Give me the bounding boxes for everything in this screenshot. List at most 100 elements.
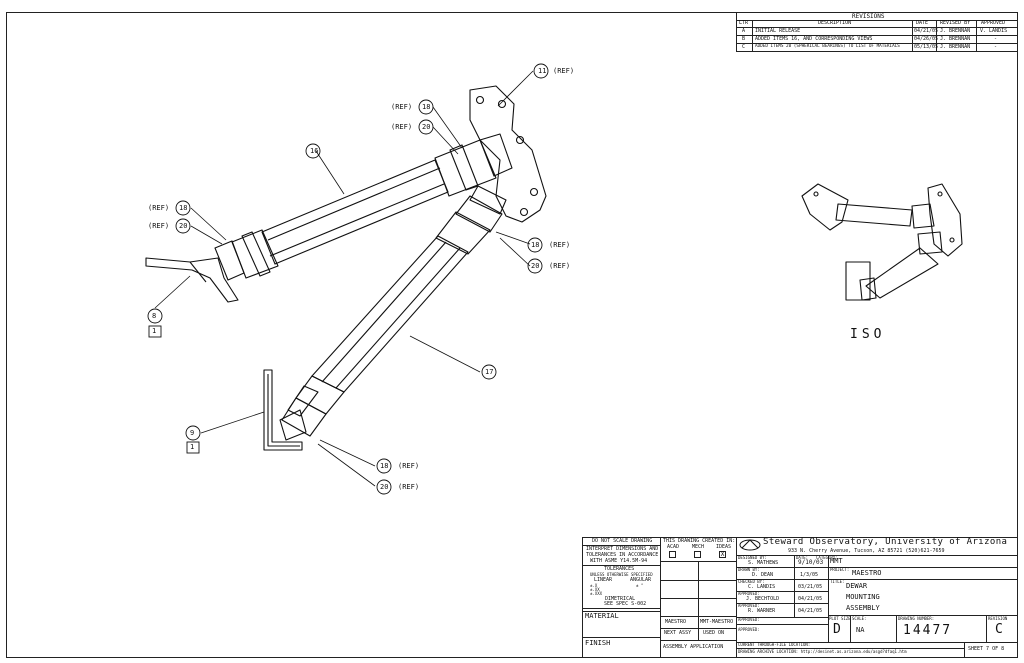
current-location-label: CURRENT THROUGH-FILE LOCATION: — [738, 642, 811, 647]
project-value: MAESTRO — [852, 569, 882, 577]
dimetrical-label: DIMETRICAL — [605, 596, 636, 602]
linear-tol-1: ±.X — [590, 583, 598, 588]
see-spec-label: SEE SPEC S-002 — [604, 601, 647, 607]
assembly-application-label: ASSEMBLY APPLICATION — [663, 644, 724, 650]
callout-17: 17 — [485, 368, 494, 376]
organization-address: 933 N. Cherry Avenue, Tucson, AZ 85721 (… — [788, 548, 945, 554]
scale-value: NA — [856, 626, 865, 634]
interpret-line-3: WITH ASME Y14.5M-94 — [590, 558, 648, 564]
iso-label: ISO — [850, 327, 886, 342]
designed-by: S. MATHEWS — [748, 560, 779, 566]
cad-mech-checkbox — [694, 551, 701, 558]
plot-size-value: D — [833, 622, 841, 637]
linear-tol-3: ±.XXX — [590, 591, 603, 596]
date-label: DATE: — [796, 555, 809, 560]
bracket-11 — [469, 85, 547, 223]
angular-tol: ± ° — [636, 583, 644, 588]
drawn-date: 1/3/05 — [800, 572, 819, 578]
rev-header-approved: APPROVED — [981, 20, 1006, 26]
callout-balloons — [147, 63, 549, 495]
drawn-by-label: DRAWN BY: — [738, 567, 760, 572]
rev-header-date: DATE — [916, 20, 929, 26]
unless-specified: UNLESS OTHERWISE SPECIFIED — [590, 572, 653, 577]
rev-row-b-ltr: B — [742, 36, 746, 42]
designed-date: 9/10/03 — [798, 559, 824, 566]
checked-by-label: CHECKED BY: — [738, 579, 765, 584]
callout-20-bot: 20 — [380, 483, 389, 491]
tolerances-label: TOLERANCES — [604, 566, 635, 572]
leader-lines — [154, 70, 534, 487]
callout-18-bot: 18 — [380, 462, 389, 470]
callout-20-left-ref: (REF) — [148, 222, 170, 230]
rev-header-description: DESCRIPTION — [818, 20, 852, 26]
archive-location-label: DRAWING ARCHIVE LOCATION: http://desinet… — [738, 649, 907, 654]
angular-label: ANGULAR — [630, 577, 652, 583]
cad-ideas: IDEAS — [716, 544, 732, 550]
scale-label: SCALE: — [852, 616, 867, 621]
rev-row-a-date: 04/21/05 — [914, 28, 939, 34]
iso-view — [801, 183, 963, 301]
strut-16 — [214, 133, 513, 281]
callout-9: 9 — [190, 429, 195, 437]
approved-4-label: APPROVED: — [738, 627, 760, 632]
callout-18-mid-ref: (REF) — [549, 241, 571, 249]
callout-20-top: 20 — [422, 123, 431, 131]
cad-mech: MECH — [692, 544, 705, 550]
category-value: MMT — [830, 557, 843, 565]
interpret-line-2: TOLERANCES IN ACCORDANCE — [586, 552, 659, 558]
next-assy-label: NEXT ASSY — [664, 630, 692, 636]
callout-18-left-ref: (REF) — [148, 204, 170, 212]
callout-18-left: 18 — [179, 204, 188, 212]
rev-row-c-date: 05/13/05 — [914, 44, 939, 50]
drawing-sheet-border — [6, 12, 1018, 658]
rev-row-b-by: J. BRENNAN — [940, 36, 971, 42]
revisions-title: REVISIONS — [852, 13, 885, 20]
used-on-label: USED ON — [703, 630, 725, 636]
cad-ideas-checkbox: X — [719, 551, 726, 558]
drawing-number-label: DRAWING NUMBER: — [898, 616, 935, 621]
plot-size-label: PLOT SIZE — [829, 616, 851, 621]
callout-20-mid: 20 — [531, 262, 540, 270]
callout-8: 8 — [152, 312, 157, 320]
no-scale-note: DO NOT SCALE DRAWING — [592, 538, 653, 544]
callout-16: 16 — [310, 147, 319, 155]
rev-header-revised-by: REVISED BY — [940, 20, 971, 26]
approved-2-date: 04/21/05 — [798, 608, 823, 614]
approved-2: R. WARNER — [748, 608, 776, 614]
bracket-9 — [263, 369, 307, 451]
revision-value: C — [995, 622, 1003, 637]
assy-code: MMT-MAESTRO — [700, 619, 734, 625]
material-label: MATERIAL — [585, 612, 619, 620]
rev-row-c-ltr: C — [742, 44, 746, 50]
approved-1-label: APPROVED: — [738, 591, 760, 596]
title-line-1: DEWAR — [846, 582, 868, 590]
observatory-logo-icon — [739, 539, 761, 551]
checked-by: C. LANDIS — [748, 584, 776, 590]
callout-20-bot-ref: (REF) — [398, 483, 420, 491]
rev-row-c-approved: - — [994, 44, 998, 50]
interpret-line-1: INTERPRET DIMENSIONS AND — [586, 546, 659, 552]
drawing-number: 14477 — [903, 623, 953, 638]
sheet-number: SHEET 7 OF 8 — [968, 646, 1005, 652]
title-line-2: MOUNTING — [846, 593, 880, 601]
strut-17 — [281, 185, 507, 437]
cad-acad: ACAD — [667, 544, 680, 550]
maestro-code: MAESTRO — [665, 619, 687, 625]
finish-label: FINISH — [585, 639, 611, 647]
checked-date: 03/21/05 — [798, 584, 823, 590]
callout-11: 11 — [538, 67, 547, 75]
designed-by-label: DESIGNED BY: — [738, 555, 767, 560]
category-label: CATEGORY: — [816, 555, 838, 560]
approved-3-label: APPROVED: — [738, 617, 760, 622]
callout-20-top-ref: (REF) — [391, 123, 413, 131]
callout-20-mid-ref: (REF) — [549, 262, 571, 270]
approved-1: J. BECHTOLD — [746, 596, 780, 602]
linear-label: LINEAR — [594, 577, 613, 583]
callout-18-top-ref: (REF) — [391, 103, 413, 111]
callout-18-mid: 18 — [531, 241, 540, 249]
project-label: PROJECT: — [830, 567, 850, 572]
title-label: TITLE: — [830, 579, 845, 584]
callout-18-top: 18 — [422, 103, 431, 111]
revision-label: REVISION — [988, 616, 1008, 621]
